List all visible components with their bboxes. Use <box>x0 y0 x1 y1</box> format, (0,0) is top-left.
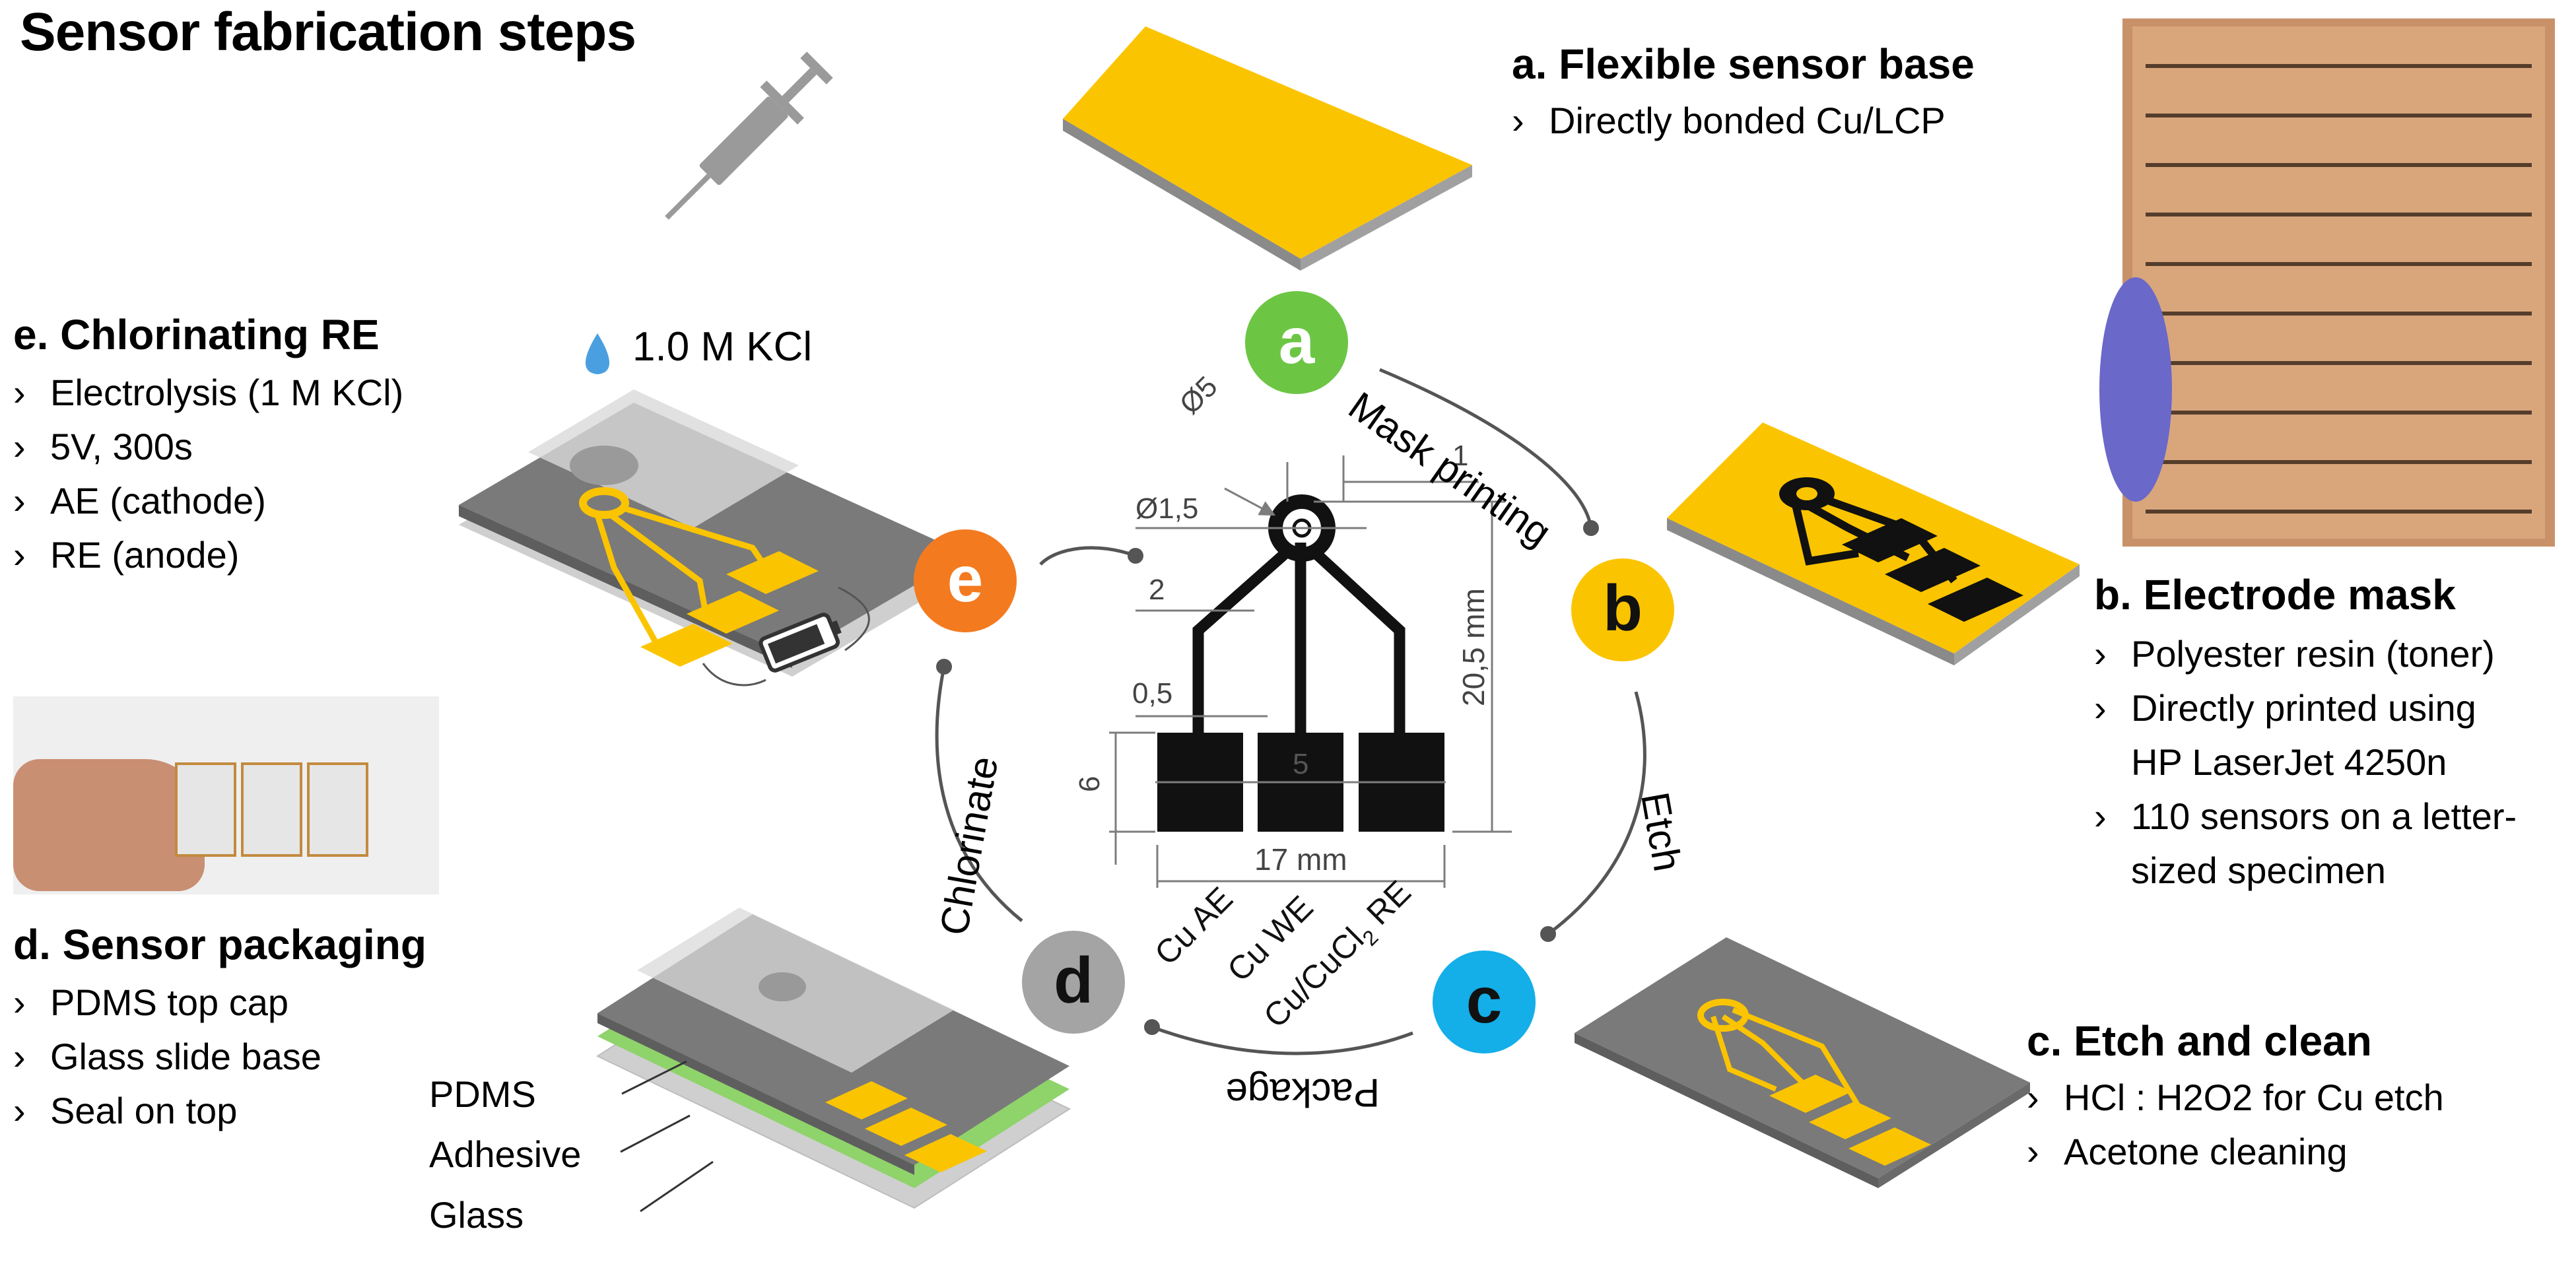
dim-width: 17 mm <box>1254 842 1347 877</box>
step-b-text: b. Electrode mask Polyester resin (toner… <box>2094 570 2517 898</box>
dim-five: 5 <box>1293 748 1308 780</box>
step-a-text: a. Flexible sensor base Directly bonded … <box>1512 40 1975 148</box>
step-e-title: e. Chlorinating RE <box>13 311 380 358</box>
water-drop-icon <box>585 333 610 374</box>
dim-height: 20,5 mm <box>1456 588 1491 706</box>
packaged-sensors-photo <box>13 696 439 894</box>
step-d-item: Glass slide base <box>13 1030 426 1084</box>
step-c-title: c. Etch and clean <box>2027 1017 2372 1065</box>
layer-label-pdms: PDMS <box>429 1073 536 1115</box>
dim-half: 0,5 <box>1132 677 1172 710</box>
step-d-package-illustration <box>595 908 1071 1213</box>
step-c-item: Acetone cleaning <box>2027 1125 2444 1179</box>
step-c-badge: c <box>1433 951 1536 1053</box>
step-b-badge: b <box>1571 558 1674 661</box>
glove-hand <box>2099 277 2172 502</box>
cycle-label-package: Package <box>1225 1071 1380 1115</box>
sensor-chip <box>307 762 368 857</box>
step-e-badge: e <box>914 529 1017 632</box>
step-d-badge: d <box>1022 931 1125 1034</box>
step-e-item: AE (cathode) <box>13 474 403 528</box>
step-d-item: Seal on top <box>13 1084 426 1138</box>
page-title: Sensor fabrication steps <box>20 2 636 62</box>
electrode-traces <box>1192 543 1406 734</box>
step-a-title: a. Flexible sensor base <box>1512 40 1975 88</box>
step-d-text: d. Sensor packaging PDMS top cap Glass s… <box>13 920 426 1138</box>
sensor-chip <box>241 762 302 857</box>
step-b-item: 110 sensors on a letter- <box>2094 789 2517 844</box>
arc-endpoints <box>936 520 1599 1035</box>
step-d-title: d. Sensor packaging <box>13 921 426 968</box>
step-e-item: RE (anode) <box>13 528 403 582</box>
step-a-base-illustration <box>1063 26 1472 271</box>
dim-d5: Ø5 <box>1173 370 1223 420</box>
layer-label-adhesive: Adhesive <box>429 1133 582 1175</box>
dim-d15: Ø1,5 <box>1135 492 1198 525</box>
step-e-text: e. Chlorinating RE Electrolysis (1 M KCl… <box>13 310 403 582</box>
step-d-item: PDMS top cap <box>13 976 426 1030</box>
printed-sheet-photo <box>2099 18 2555 547</box>
step-b-item: sized specimen <box>2131 850 2386 891</box>
step-a-item: Directly bonded Cu/LCP <box>1512 94 1975 148</box>
layer-label-glass: Glass <box>429 1194 524 1236</box>
cycle-arcs <box>935 368 1646 1055</box>
step-b-item: Directly printed using <box>2094 681 2517 735</box>
step-e-item: Electrolysis (1 M KCl) <box>13 366 403 420</box>
step-c-item: HCl : H2O2 for Cu etch <box>2027 1071 2444 1125</box>
syringe-icon <box>665 51 833 220</box>
dim-one: 1 <box>1452 440 1468 472</box>
step-c-etched-illustration <box>1575 937 2030 1188</box>
kcl-label: 1.0 M KCl <box>632 324 813 370</box>
step-b-item: Polyester resin (toner) <box>2094 627 2517 681</box>
step-e-item: 5V, 300s <box>13 420 403 474</box>
dim-six: 6 <box>1073 776 1106 792</box>
dim-two: 2 <box>1149 574 1165 606</box>
electrode-label-re: Cu/CuCl2 RE <box>1256 873 1421 1038</box>
hand-shape <box>13 759 205 891</box>
step-b-title: b. Electrode mask <box>2094 571 2456 618</box>
step-e-chlorinate-illustration <box>459 389 967 686</box>
step-b-mask-illustration <box>1667 422 2080 665</box>
step-b-item: HP LaserJet 4250n <box>2131 741 2447 783</box>
battery-icon <box>759 613 842 673</box>
step-c-text: c. Etch and clean HCl : H2O2 for Cu etch… <box>2027 1017 2444 1179</box>
sensor-chip <box>175 762 236 857</box>
step-a-badge: a <box>1245 291 1348 394</box>
